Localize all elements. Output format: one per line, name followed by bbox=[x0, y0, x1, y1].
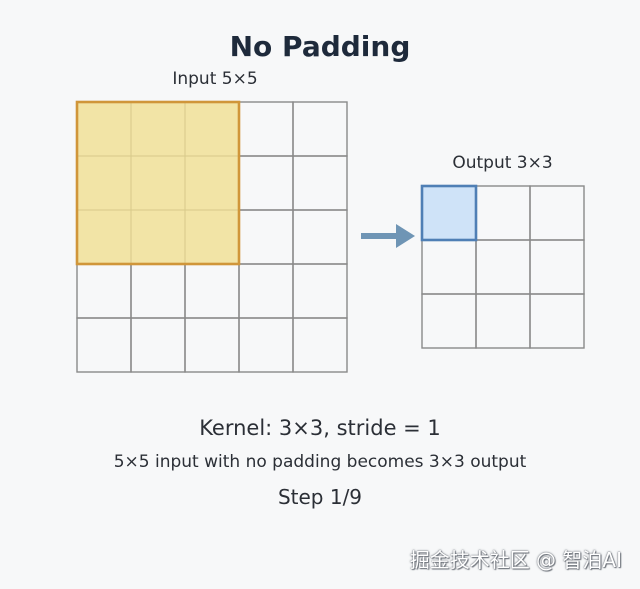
output-cell bbox=[475, 239, 531, 295]
input-cell bbox=[238, 209, 294, 265]
arrow-head bbox=[396, 224, 415, 248]
kernel-cell bbox=[130, 209, 186, 265]
kernel-cell bbox=[184, 209, 240, 265]
output-cell bbox=[529, 185, 585, 241]
kernel-cell bbox=[76, 209, 132, 265]
kernel-border bbox=[75, 100, 241, 266]
input-cell bbox=[292, 263, 348, 319]
output-cell bbox=[529, 239, 585, 295]
output-cell bbox=[421, 239, 477, 295]
description-caption: 5×5 input with no padding becomes 3×3 ou… bbox=[113, 452, 527, 472]
output-cell bbox=[475, 185, 531, 241]
step-indicator: Step 1/9 bbox=[277, 485, 363, 509]
output-cell bbox=[529, 293, 585, 349]
arrow-icon bbox=[361, 224, 415, 248]
kernel-cell bbox=[184, 155, 240, 211]
output-active-cell bbox=[420, 184, 478, 242]
kernel-cell bbox=[130, 155, 186, 211]
input-cell bbox=[76, 317, 132, 373]
kernel-cell bbox=[76, 101, 132, 157]
output-grid bbox=[420, 184, 585, 349]
kernel-window bbox=[75, 100, 241, 266]
kernel-cell bbox=[184, 101, 240, 157]
output-cell bbox=[421, 293, 477, 349]
kernel-cell bbox=[76, 155, 132, 211]
input-cell bbox=[238, 101, 294, 157]
input-cell bbox=[130, 263, 186, 319]
input-label: Input 5×5 bbox=[172, 69, 258, 89]
input-cell bbox=[238, 155, 294, 211]
page-title: No Padding bbox=[229, 30, 411, 63]
output-cell bbox=[475, 293, 531, 349]
input-cell bbox=[238, 317, 294, 373]
input-cell bbox=[184, 317, 240, 373]
kernel-cell bbox=[130, 101, 186, 157]
output-label: Output 3×3 bbox=[452, 153, 553, 173]
watermark-text: 掘金技术社区 @ 智泊AI bbox=[409, 548, 622, 572]
input-cell bbox=[292, 155, 348, 211]
input-cell bbox=[76, 263, 132, 319]
input-cell bbox=[184, 263, 240, 319]
input-cell bbox=[292, 317, 348, 373]
input-cell bbox=[292, 209, 348, 265]
kernel-caption: Kernel: 3×3, stride = 1 bbox=[199, 416, 441, 440]
input-cell bbox=[130, 317, 186, 373]
input-cell bbox=[292, 101, 348, 157]
input-cell bbox=[238, 263, 294, 319]
